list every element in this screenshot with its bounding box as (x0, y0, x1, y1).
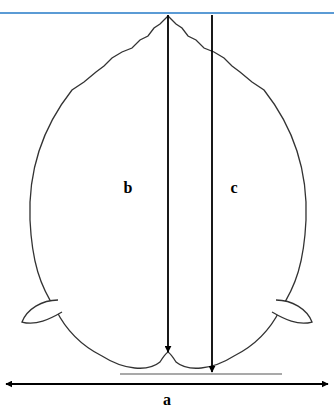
left-fin (22, 300, 62, 323)
dimension-label: b (124, 179, 133, 197)
base-line (120, 373, 282, 374)
body-outline (30, 16, 306, 368)
dimension-label: c (230, 179, 237, 197)
width-arrow-a (6, 383, 328, 385)
dimension-label: a (163, 391, 171, 409)
right-fin (272, 300, 312, 323)
reference-line (0, 12, 334, 14)
length-arrow-c (211, 15, 213, 372)
length-arrow-b (167, 15, 169, 352)
